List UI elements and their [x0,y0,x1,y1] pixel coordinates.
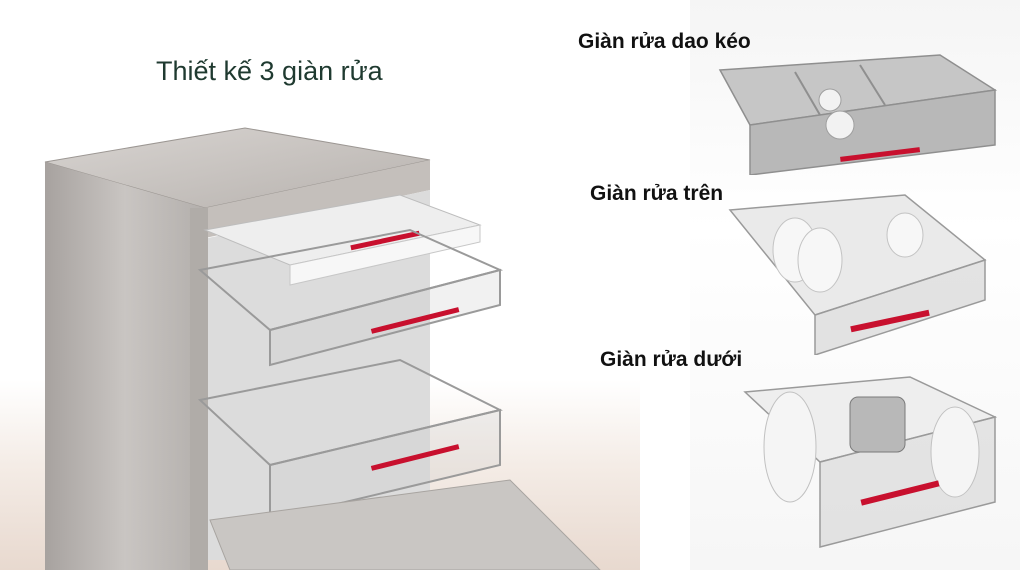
cutlery-rack-image [718,54,998,175]
upper-basket-handle [370,307,460,334]
front-frame-top [205,160,430,238]
bowl-icon [886,212,924,258]
open-door [209,479,601,570]
page-title: Thiết kế 3 giàn rửa [156,56,383,86]
upper-rack-label: Giàn rửa trên [590,182,724,205]
cutlery-drawer-handle [350,230,420,251]
cup-icon [825,110,855,140]
lower-rack-image [743,376,998,548]
cutlery-rack-label: Giàn rửa dao kéo [578,30,751,53]
dishwasher-image [44,127,601,570]
lower-rack-handle [860,480,940,506]
front-frame-left [190,208,208,570]
cup-icon [818,88,842,112]
plate-icon [763,391,817,503]
upper-rack-image [728,194,987,355]
pot-icon [849,396,906,453]
lower-rack-label: Giàn rửa dưới [600,348,743,371]
side-panel [45,162,205,570]
upper-basket-front [269,268,501,367]
upper-rack-front [814,258,986,355]
cutlery-rack-handle [840,147,921,162]
plate-icon [930,406,980,498]
plate-icon [797,227,843,293]
cutlery-rack-front [749,89,996,175]
upper-rack-handle [850,309,930,333]
lower-basket-handle [370,444,460,471]
